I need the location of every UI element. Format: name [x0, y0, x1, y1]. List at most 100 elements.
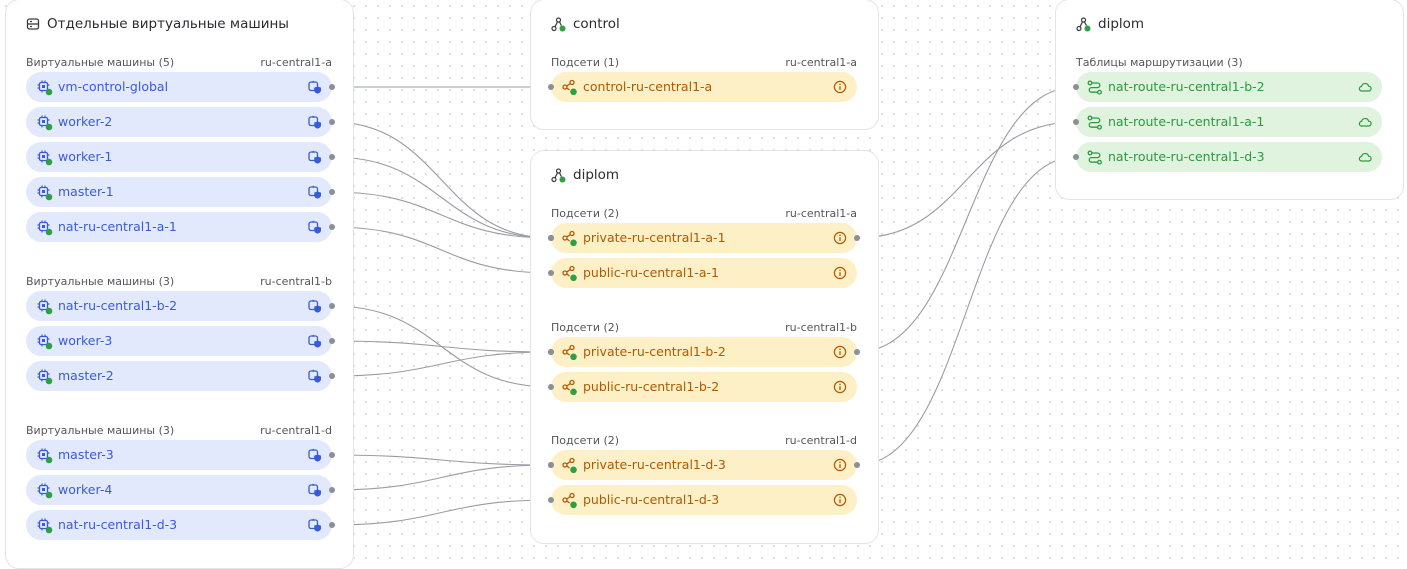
subnet-item-label: public-ru-central1-a-1: [583, 265, 719, 280]
info-icon[interactable]: [833, 231, 847, 245]
vm-chip-icon: [36, 333, 53, 350]
connection-port: [329, 189, 335, 195]
vm-item-master-1[interactable]: master-1: [26, 177, 332, 207]
connection-line: [331, 226, 552, 274]
vm-item-nat-ru-central1-b-2[interactable]: nat-ru-central1-b-2: [26, 291, 332, 321]
subnet-item-public-ru-central1-b-2[interactable]: public-ru-central1-b-2: [551, 372, 857, 402]
subnet-icon: [561, 344, 578, 361]
vm-item-label: worker-4: [58, 482, 113, 497]
subnet-group-zone: ru-central1-b: [785, 321, 857, 334]
security-group-icon[interactable]: [308, 369, 322, 383]
route-item-label: nat-route-ru-central1-d-3: [1108, 149, 1265, 164]
connection-port: [548, 84, 554, 90]
vm-chip-icon: [36, 298, 53, 315]
connection-port: [1073, 154, 1079, 160]
subnet-item-control-ru-central1-a[interactable]: control-ru-central1-a: [551, 72, 857, 102]
connection-port: [548, 349, 554, 355]
server-list-icon: [26, 18, 40, 30]
info-icon[interactable]: [833, 80, 847, 94]
connection-line: [331, 351, 552, 377]
connection-line: [331, 499, 552, 526]
connection-port: [1073, 84, 1079, 90]
vm-group-zone: ru-central1-d: [260, 424, 332, 437]
network-panel-control-title-text: control: [573, 16, 620, 32]
cloud-icon[interactable]: [1358, 80, 1372, 94]
security-group-icon[interactable]: [308, 483, 322, 497]
cloud-icon[interactable]: [1358, 115, 1372, 129]
connection-port: [329, 373, 335, 379]
network-icon: [551, 16, 566, 31]
vm-item-worker-2[interactable]: worker-2: [26, 107, 332, 137]
network-icon: [1076, 16, 1091, 31]
info-icon[interactable]: [833, 458, 847, 472]
vm-item-nat-ru-central1-a-1[interactable]: nat-ru-central1-a-1: [26, 212, 332, 242]
route-item-label: nat-route-ru-central1-a-1: [1108, 114, 1265, 129]
route-item-nat-route-ru-central1-d-3[interactable]: nat-route-ru-central1-d-3: [1076, 142, 1382, 172]
info-icon[interactable]: [833, 266, 847, 280]
connection-port: [548, 462, 554, 468]
vm-panel-title-text: Отдельные виртуальные машины: [47, 16, 289, 32]
connection-port: [329, 452, 335, 458]
vm-item-vm-control-global[interactable]: vm-control-global: [26, 72, 332, 102]
info-icon[interactable]: [833, 345, 847, 359]
connection-line: [331, 454, 552, 466]
subnet-group-label: Подсети (2): [551, 434, 620, 447]
route-tables-panel-title-text: diplom: [1098, 16, 1145, 32]
connection-port: [1073, 119, 1079, 125]
vm-item-label: master-1: [58, 184, 114, 199]
vm-item-master-2[interactable]: master-2: [26, 361, 332, 391]
connection-line: [331, 305, 552, 388]
vm-item-nat-ru-central1-d-3[interactable]: nat-ru-central1-d-3: [26, 510, 332, 540]
connection-port: [548, 384, 554, 390]
vm-group-label: Виртуальные машины (3): [26, 424, 175, 437]
subnet-item-private-ru-central1-d-3[interactable]: private-ru-central1-d-3: [551, 450, 857, 480]
connection-port: [854, 462, 860, 468]
vm-item-worker-1[interactable]: worker-1: [26, 142, 332, 172]
vm-item-label: worker-2: [58, 114, 113, 129]
security-group-icon[interactable]: [308, 334, 322, 348]
subnet-item-public-ru-central1-a-1[interactable]: public-ru-central1-a-1: [551, 258, 857, 288]
route-item-nat-route-ru-central1-b-2[interactable]: nat-route-ru-central1-b-2: [1076, 72, 1382, 102]
vm-item-label: vm-control-global: [58, 79, 169, 94]
subnet-group-zone: ru-central1-d: [785, 434, 857, 447]
vm-item-label: master-2: [58, 368, 114, 383]
vm-item-master-3[interactable]: master-3: [26, 440, 332, 470]
route-item-label: nat-route-ru-central1-b-2: [1108, 79, 1265, 94]
route-tables-panel-title: diplom: [1076, 16, 1144, 32]
vm-group-label: Виртуальные машины (3): [26, 275, 175, 288]
vm-chip-icon: [36, 149, 53, 166]
subnet-item-private-ru-central1-b-2[interactable]: private-ru-central1-b-2: [551, 337, 857, 367]
security-group-icon[interactable]: [308, 115, 322, 129]
network-panel-control-title: control: [551, 16, 620, 32]
security-group-icon[interactable]: [308, 150, 322, 164]
subnet-item-label: public-ru-central1-b-2: [583, 379, 720, 394]
connection-line: [331, 340, 552, 353]
security-group-icon[interactable]: [308, 518, 322, 532]
security-group-icon[interactable]: [308, 299, 322, 313]
security-group-icon[interactable]: [308, 448, 322, 462]
route-item-nat-route-ru-central1-a-1[interactable]: nat-route-ru-central1-a-1: [1076, 107, 1382, 137]
route-table-icon: [1086, 79, 1103, 96]
vm-group-zone: ru-central1-b: [260, 275, 332, 288]
vm-item-label: worker-1: [58, 149, 113, 164]
cloud-icon[interactable]: [1358, 150, 1372, 164]
subnet-item-private-ru-central1-a-1[interactable]: private-ru-central1-a-1: [551, 223, 857, 253]
route-table-icon: [1086, 114, 1103, 131]
connection-port: [854, 235, 860, 241]
connection-port: [548, 497, 554, 503]
vm-item-worker-3[interactable]: worker-3: [26, 326, 332, 356]
security-group-icon[interactable]: [308, 220, 322, 234]
info-icon[interactable]: [833, 493, 847, 507]
subnet-icon: [561, 265, 578, 282]
subnet-group-zone: ru-central1-a: [785, 56, 857, 69]
security-group-icon[interactable]: [308, 185, 322, 199]
network-panel-diplom-title-text: diplom: [573, 167, 620, 183]
subnet-item-public-ru-central1-d-3[interactable]: public-ru-central1-d-3: [551, 485, 857, 515]
subnet-group-label: Подсети (2): [551, 207, 620, 220]
security-group-icon[interactable]: [308, 80, 322, 94]
vm-item-worker-4[interactable]: worker-4: [26, 475, 332, 505]
info-icon[interactable]: [833, 380, 847, 394]
vm-chip-icon: [36, 482, 53, 499]
vm-group-zone: ru-central1-a: [260, 56, 332, 69]
vm-chip-icon: [36, 114, 53, 131]
